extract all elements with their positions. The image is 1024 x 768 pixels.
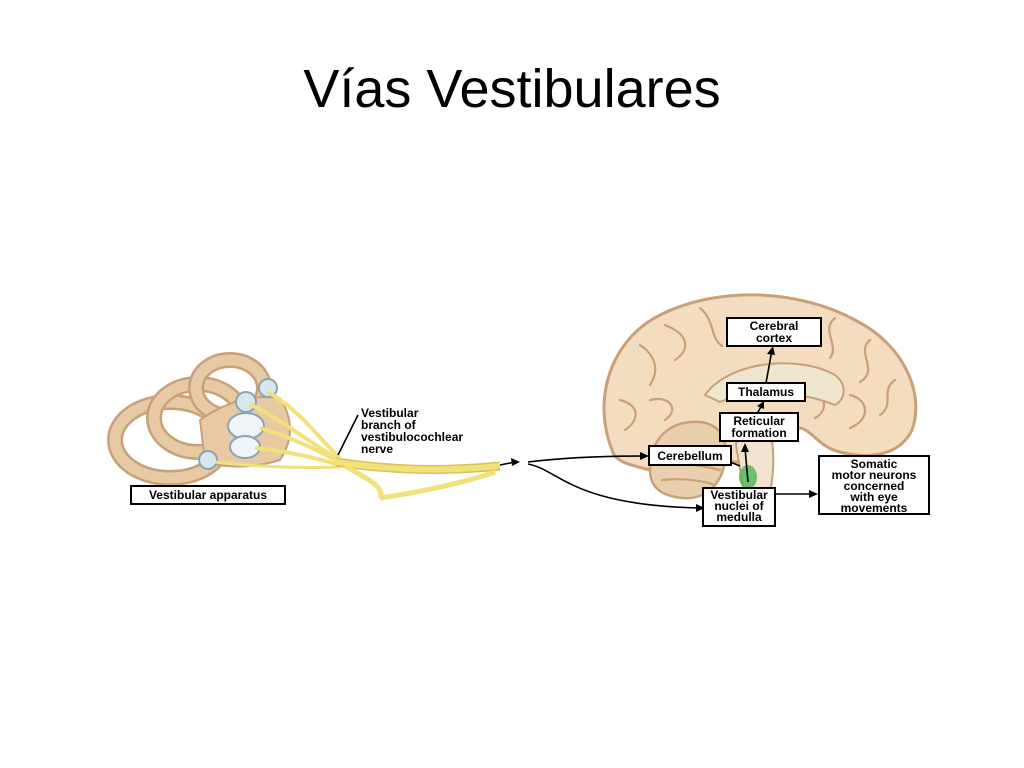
label-cerebral-line-1: Cerebral (750, 319, 799, 333)
arrow-thalamus-to-cortex (765, 349, 773, 384)
label-somatic-line-3: concerned (844, 479, 905, 493)
ampulla-2 (235, 391, 257, 413)
label-reticular-line-1: Reticular (733, 414, 785, 428)
label-vestibular-nuclei: Vestibular nuclei of medulla (702, 487, 776, 527)
label-vestibular-apparatus-text: Vestibular apparatus (149, 488, 267, 502)
label-nuclei-line-1: Vestibular (710, 488, 768, 502)
label-somatic-line-1: Somatic (851, 457, 898, 471)
label-cerebellum: Cerebellum (648, 445, 732, 466)
label-somatic-line-5: movements (841, 501, 908, 515)
label-cerebral-line-2: cortex (756, 331, 792, 345)
label-somatic-motor-neurons: Somatic motor neurons concerned with eye… (818, 455, 930, 515)
label-cerebellum-text: Cerebellum (657, 449, 722, 463)
arrow-nerve-out-head (511, 458, 520, 466)
label-reticular-line-2: formation (731, 426, 786, 440)
label-nuclei-line-2: nuclei of (714, 499, 764, 513)
arrow-nuclei-to-reticular (744, 447, 749, 483)
label-nuclei-line-3: medulla (716, 510, 762, 524)
arrow-to-vestibular-nuclei (527, 463, 701, 509)
label-vestibular-apparatus: Vestibular apparatus (130, 485, 286, 505)
label-somatic-line-2: motor neurons (832, 468, 917, 482)
label-nerve-line-4: nerve (361, 442, 393, 456)
vestibular-nerve-illustration (214, 390, 501, 501)
label-nerve-line-1: Vestibular (361, 406, 419, 420)
ampulla-3 (198, 450, 218, 470)
label-thalamus-text: Thalamus (738, 385, 794, 399)
arrow-to-cerebellum (527, 455, 645, 463)
label-thalamus: Thalamus (726, 382, 806, 402)
slide-title: Vías Vestibulares (303, 59, 721, 119)
label-nerve-line-2: branch of (361, 418, 417, 432)
vestibular-apparatus-illustration (107, 352, 291, 486)
label-somatic-line-4: with eye (849, 490, 898, 504)
label-cerebral-cortex: Cerebral cortex (726, 317, 822, 347)
label-reticular-formation: Reticular formation (719, 412, 799, 442)
label-nerve-line-3: vestibulocochlear (361, 430, 463, 444)
label-vestibular-nerve: Vestibular branch of vestibulocochlear n… (337, 406, 463, 456)
